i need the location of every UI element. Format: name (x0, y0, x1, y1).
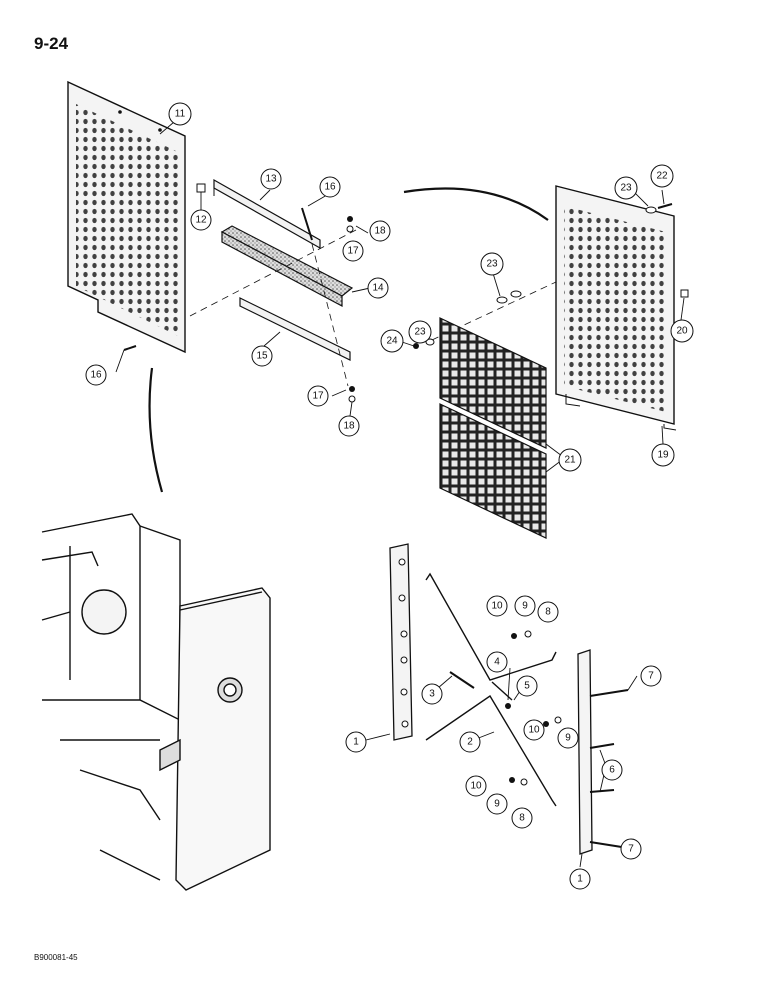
mesh-screens (439, 317, 547, 539)
support-arms (425, 572, 557, 807)
callout-number: 10 (528, 725, 540, 736)
callout-number: 17 (312, 391, 324, 402)
callout-number: 19 (657, 450, 669, 461)
callout-number: 1 (353, 737, 359, 748)
callout-number: 17 (347, 246, 359, 257)
loader-frame (41, 513, 271, 891)
callout-number: 10 (491, 601, 503, 612)
upper-bracket (213, 178, 321, 250)
callout-number: 22 (656, 171, 668, 182)
callout-number: 23 (620, 183, 632, 194)
foam-seal (220, 225, 354, 307)
callout-number: 6 (609, 765, 615, 776)
bolt-and-nut-hardware (123, 183, 356, 403)
mounting-strap-right (577, 649, 593, 855)
callout-number: 13 (265, 174, 277, 185)
callout-number: 8 (545, 607, 551, 618)
callout-number: 18 (343, 421, 355, 432)
curved-arrows (148, 187, 549, 493)
callout-number: 24 (386, 336, 398, 347)
callout-number: 18 (374, 226, 386, 237)
mounting-strap-left (389, 543, 413, 741)
callout-number: 15 (256, 351, 268, 362)
lower-bracket (239, 297, 351, 361)
callout-number: 8 (519, 813, 525, 824)
callout-circles (85, 102, 694, 890)
callout-number: 3 (429, 689, 435, 700)
callout-number: 14 (372, 283, 384, 294)
page-number: 9-24 (34, 34, 69, 53)
callout-number: 2 (467, 737, 473, 748)
right-perforated-panel (555, 185, 677, 431)
callout-number: 21 (564, 455, 576, 466)
callout-number: 16 (90, 370, 102, 381)
callout-number: 9 (494, 799, 500, 810)
callout-number: 7 (628, 844, 634, 855)
callout-number: 1 (577, 874, 583, 885)
callout-number: 5 (524, 681, 530, 692)
left-perforated-panel (67, 80, 186, 354)
callout-number: 20 (676, 326, 688, 337)
callout-number: 11 (175, 109, 186, 120)
callout-labels: 1123456778899910101011121314151616171718… (90, 109, 688, 885)
callout-number: 23 (486, 259, 498, 270)
assembly-lines (189, 229, 557, 387)
washer-hardware (413, 203, 689, 349)
callout-number: 9 (522, 601, 528, 612)
callout-number: 10 (470, 781, 482, 792)
callout-number: 23 (414, 327, 426, 338)
callout-number: 4 (494, 657, 500, 668)
figure-code: B900081-45 (34, 953, 78, 962)
callout-number: 7 (648, 671, 654, 682)
callout-number: 16 (324, 182, 336, 193)
callout-number: 9 (565, 733, 571, 744)
callout-number: 12 (195, 215, 207, 226)
